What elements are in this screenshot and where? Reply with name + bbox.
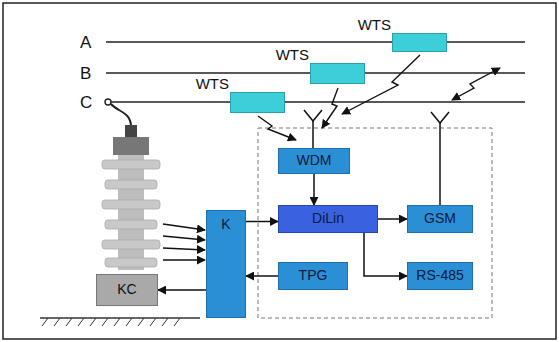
box-label: GSM	[424, 211, 456, 226]
box-label: TPG	[299, 268, 328, 283]
wireless-link	[258, 55, 500, 140]
insulator	[102, 104, 160, 270]
controller-box: DiLin	[278, 205, 378, 233]
sensor-arrows	[163, 224, 205, 260]
signal-arrow	[246, 275, 278, 277]
box-label: RS-485	[416, 268, 463, 283]
power-lines	[106, 42, 525, 102]
signal-arrow	[246, 221, 278, 223]
process-box: K	[206, 210, 246, 318]
process-box: WDM	[278, 148, 350, 174]
signal-arrow	[378, 218, 407, 220]
process-box: RS-485	[407, 262, 473, 290]
sensor-label: WTS	[196, 76, 229, 93]
dashed-housing	[258, 128, 492, 318]
signal-arrow	[313, 174, 315, 205]
line-terminal	[105, 99, 111, 105]
process-box: TPG	[278, 262, 348, 290]
box-label: KC	[117, 282, 136, 297]
process-box: GSM	[407, 205, 473, 233]
base-box: KC	[96, 274, 158, 306]
box-label: DiLin	[312, 211, 344, 226]
phase-label: C	[80, 94, 92, 111]
box-label: K	[221, 217, 230, 232]
sensor-box: WTS	[310, 63, 365, 84]
phase-label: A	[80, 34, 91, 51]
signal-arrow	[364, 233, 407, 276]
sensor-label: WTS	[276, 47, 309, 64]
signal-arrow	[158, 289, 206, 291]
sensor-box: WTS	[392, 33, 447, 52]
frame	[3, 3, 556, 339]
phase-label: B	[80, 65, 91, 82]
ground-hatch	[42, 318, 180, 326]
sensor-label: WTS	[358, 17, 391, 34]
box-label: WDM	[297, 153, 332, 168]
sensor-box: WTS	[230, 92, 285, 113]
